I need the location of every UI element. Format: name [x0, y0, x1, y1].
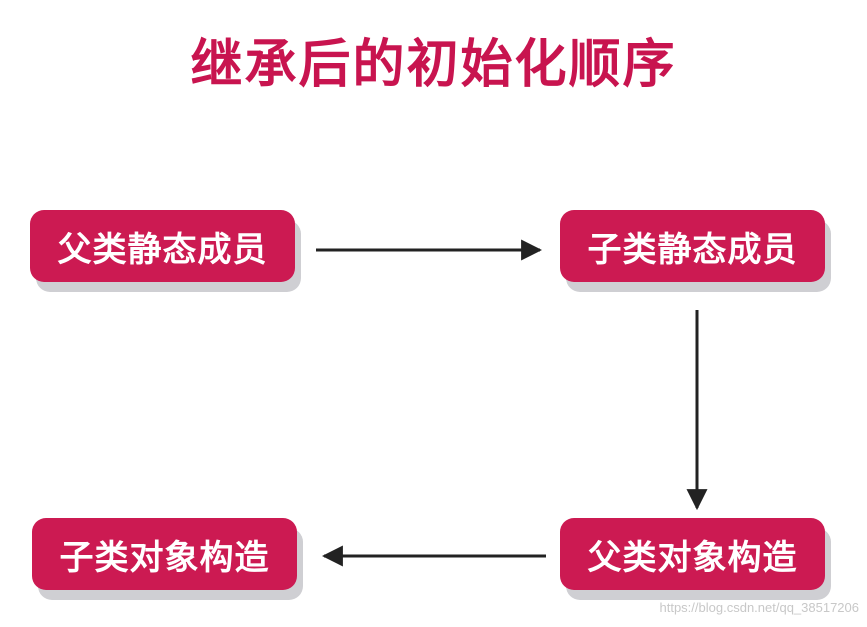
node-box: 父类对象构造 — [560, 518, 825, 590]
node-box: 父类静态成员 — [30, 210, 295, 282]
node-parent-static-members: 父类静态成员 — [30, 210, 301, 292]
node-parent-object-construction: 父类对象构造 — [560, 518, 831, 600]
node-box: 子类对象构造 — [32, 518, 297, 590]
node-box: 子类静态成员 — [560, 210, 825, 282]
node-child-object-construction: 子类对象构造 — [32, 518, 303, 600]
node-child-static-members: 子类静态成员 — [560, 210, 831, 292]
watermark: https://blog.csdn.net/qq_38517206 — [659, 600, 860, 615]
diagram-title: 继承后的初始化顺序 — [190, 35, 677, 95]
